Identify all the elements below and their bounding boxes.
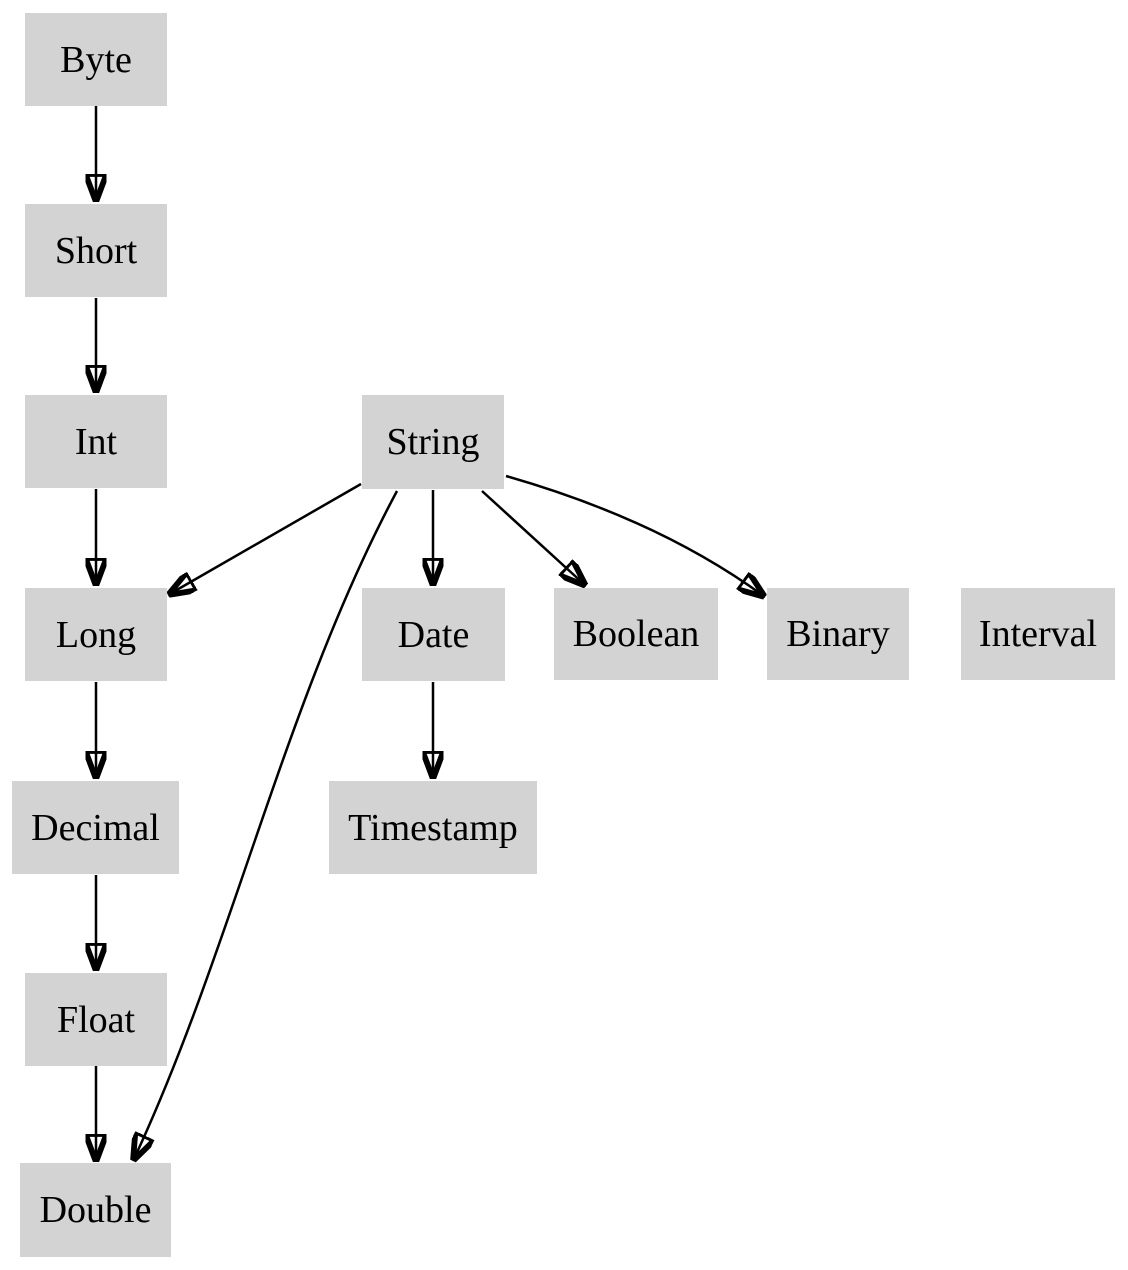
node-boolean: Boolean	[554, 588, 718, 680]
node-date: Date	[362, 588, 505, 681]
node-string: String	[362, 395, 504, 489]
node-decimal: Decimal	[12, 781, 179, 874]
edge-string-boolean	[481, 490, 586, 586]
node-float: Float	[25, 973, 167, 1066]
node-interval: Interval	[961, 588, 1115, 680]
node-timestamp: Timestamp	[329, 781, 537, 874]
node-int: Int	[25, 395, 167, 488]
node-binary: Binary	[767, 588, 909, 680]
edge-string-long	[168, 482, 362, 595]
edge-string-double	[133, 490, 399, 1161]
node-double: Double	[20, 1163, 171, 1257]
node-short: Short	[25, 204, 167, 297]
node-long: Long	[25, 588, 167, 681]
node-byte: Byte	[25, 13, 167, 106]
edge-string-binary	[505, 474, 765, 597]
